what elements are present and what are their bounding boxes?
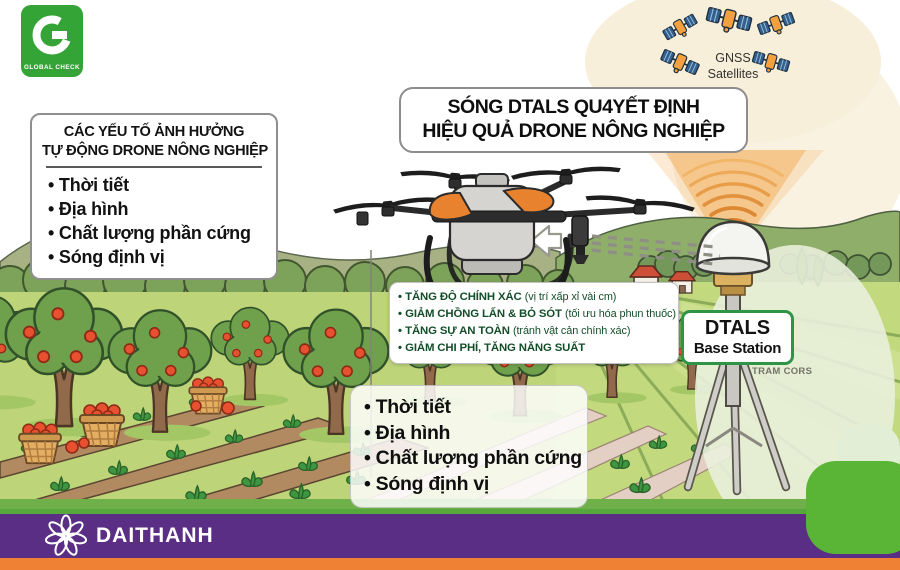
factor-item: Sóng định vị (42, 245, 266, 269)
g-mark-icon (32, 15, 72, 55)
footer-brand-name: DAITHANH (96, 524, 214, 547)
benefit-title: TĂNG ĐỘ CHÍNH XÁC (405, 291, 522, 303)
factor-item: Địa hình (364, 421, 574, 447)
benefit-item: TĂNG ĐỘ CHÍNH XÁC (vị trí xấp xỉ vài cm) (398, 289, 670, 306)
orchard (0, 287, 725, 465)
factors-title-line2: TỰ ĐỘNG DRONE NÔNG NGHIỆP (42, 142, 268, 159)
gnss-label-line2: Satellites (707, 66, 759, 81)
factor-item: Sóng định vị (364, 472, 574, 498)
benefit-item: GIẢM CHỒNG LẤN & BỎ SÓT (tối ưu hóa phun… (398, 306, 676, 323)
factor-item: Địa hình (42, 197, 266, 221)
footer-green-strip (0, 509, 900, 514)
headline-box: SÓNG DTALS QU4YẾT ĐỊNH HIỆU QUẢ DRONE NÔ… (399, 87, 748, 153)
base-station-sign: DTALS Base Station (681, 310, 794, 365)
benefit-note: (tối ưu hóa phun thuốc) (564, 307, 676, 320)
gnss-satellites-label: GNSS Satellites (698, 51, 768, 82)
benefits-box: TĂNG ĐỘ CHÍNH XÁC (vị trí xấp xỉ vài cm)… (389, 282, 679, 364)
global-check-logo: GLOBAL CHECK (21, 5, 83, 77)
factor-item: Thời tiết (364, 395, 574, 421)
propeller (333, 166, 695, 214)
global-check-wordmark: GLOBAL CHECK (24, 64, 80, 71)
apple-basket (18, 421, 62, 465)
benefit-item: GIẢM CHI PHÍ, TĂNG NĂNG SUẤT (398, 340, 670, 357)
factor-item: Chất lượng phần cứng (364, 446, 582, 472)
direction-arrow (529, 224, 563, 258)
factors-title-line1: CÁC YẾU TỐ ẢNH HƯỞNG (63, 124, 245, 140)
drone-illustration (333, 166, 695, 311)
benefit-note: (vị trí xấp xỉ vài cm) (524, 291, 617, 303)
footer-bar: DAITHANH (0, 509, 900, 570)
benefit-title: TĂNG SỰ AN TOÀN (405, 324, 510, 337)
factors-box: CÁC YẾU TỐ ẢNH HƯỞNG TỰ ĐỘNG DRONE NÔNG … (30, 113, 278, 281)
footer-main: DAITHANH (0, 514, 900, 558)
headline-line1: SÓNG DTALS QU4YẾT ĐỊNH (447, 96, 700, 118)
loose-apples (65, 400, 235, 454)
factors-repeat-box: Thời tiết Địa hình Chất lượng phần cứng … (350, 385, 588, 508)
right-sprayer-nozzle (571, 215, 589, 264)
gnss-label-line1: GNSS (715, 51, 751, 65)
benefit-title: GIẢM CHỒNG LẤN & BỎ SÓT (405, 307, 562, 320)
headline-line2: HIỆU QUẢ DRONE NÔNG NGHIỆP (422, 120, 725, 143)
footer-orange-strip (0, 558, 900, 570)
left-sprayer-nozzle (356, 211, 369, 226)
tram-cors-caption: TRAM CORS (752, 366, 813, 377)
benefit-item: TĂNG SỰ AN TOÀN (tránh vật cản chính xác… (398, 323, 670, 340)
divider (46, 165, 262, 168)
benefit-title: GIẢM CHI PHÍ, TĂNG NĂNG SUẤT (405, 341, 586, 354)
daithanh-flower-icon (44, 514, 88, 556)
signal-dashed-lines (591, 234, 721, 266)
antenna-dome (695, 220, 771, 276)
motors (381, 174, 647, 217)
station-sign-line1: DTALS (704, 317, 771, 339)
station-sign-line2: Base Station (693, 340, 782, 357)
drone-orange-cowl (428, 187, 555, 221)
factor-item: Chất lượng phần cứng (42, 221, 266, 245)
benefit-note: (tránh vật cản chính xác) (512, 324, 631, 337)
corner-leaf-green (806, 461, 900, 554)
factor-item: Thời tiết (42, 173, 266, 197)
